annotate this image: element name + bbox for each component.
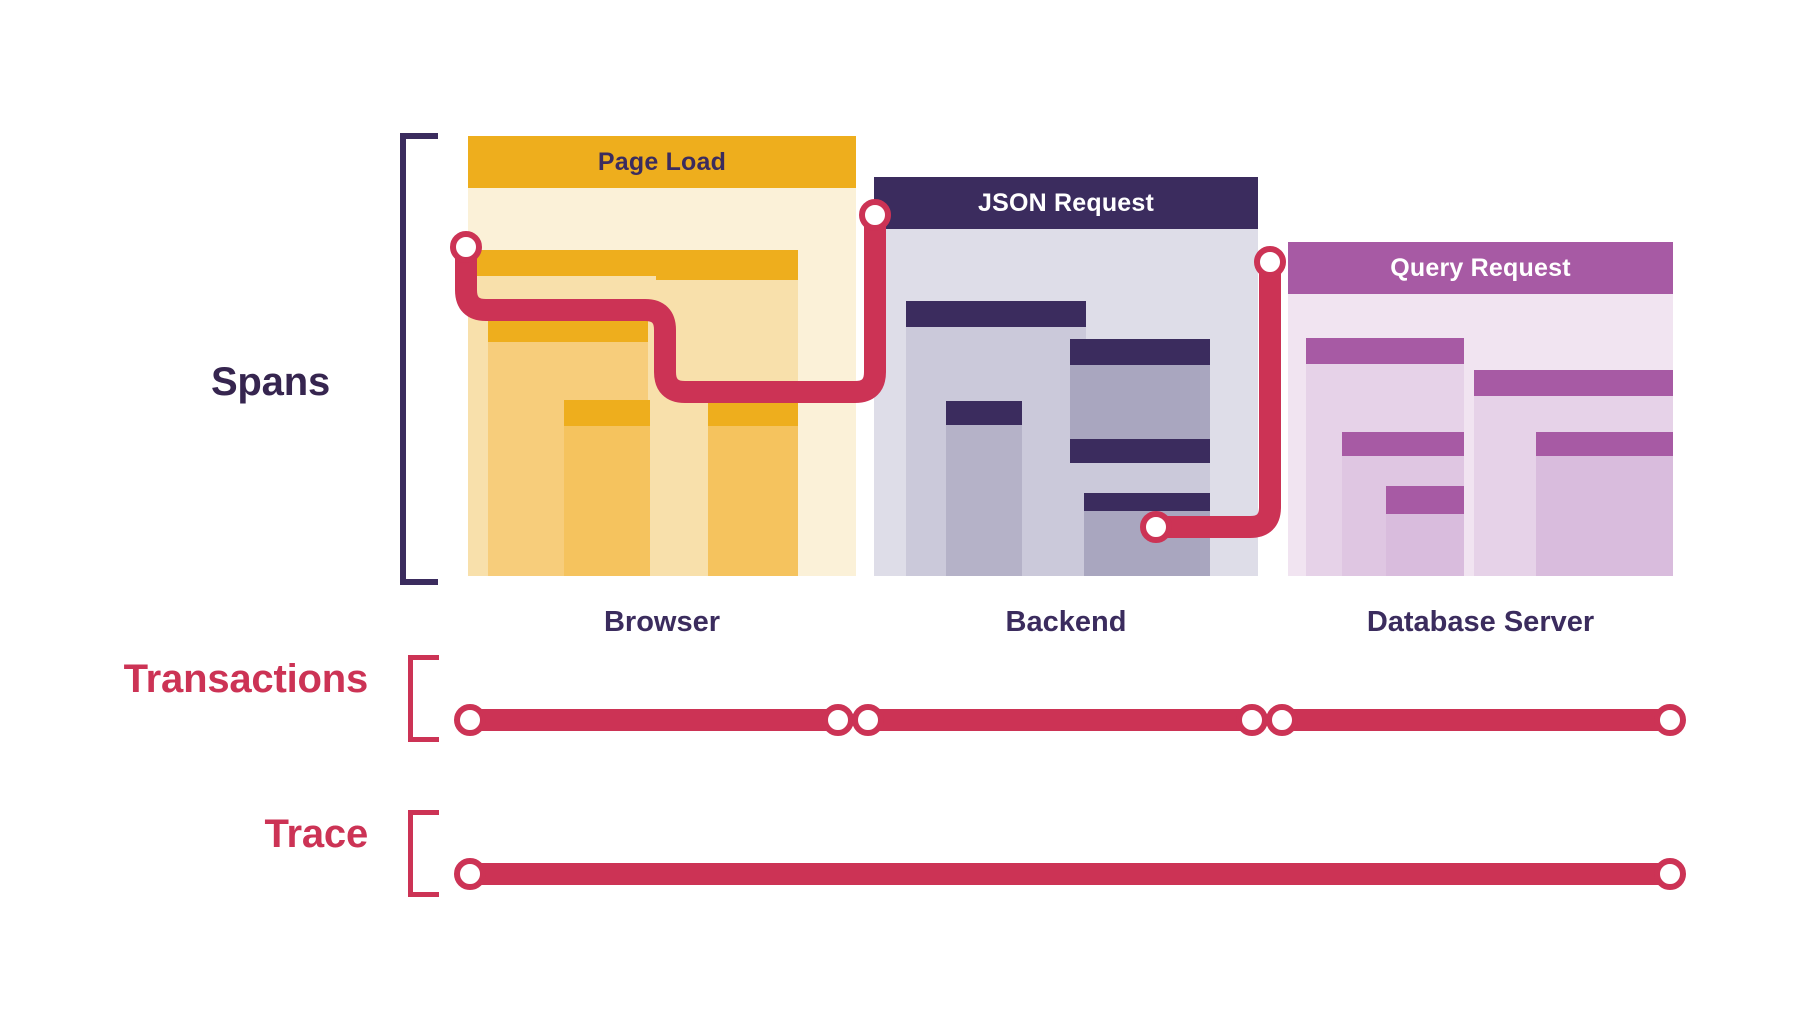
transaction-segment-browser-start-node: [454, 704, 486, 736]
query-request-grandchild-span-2: [1536, 432, 1673, 576]
json-request-child-span-1: [946, 401, 1022, 576]
transaction-segment-database-start-node: [1266, 704, 1298, 736]
transaction-title-query-request: Query Request: [1288, 242, 1673, 294]
json-request-child-span-2-header: [1070, 339, 1210, 365]
service-column-backend: JSON Request: [874, 177, 1258, 576]
transaction-segment-database-end-node: [1654, 704, 1686, 736]
page-load-grandchild-span-2: [708, 400, 798, 576]
transaction-title-page-load: Page Load: [468, 136, 856, 188]
query-request-grandchild-span-2-body: [1536, 456, 1673, 576]
service-column-browser: Page Load: [468, 136, 856, 576]
json-request-grandchild-span-1-header: [1070, 439, 1210, 463]
transaction-segment-backend-start-node: [852, 704, 884, 736]
trace-start-node: [454, 858, 486, 890]
page-load-grandchild-span-1-header: [564, 400, 650, 426]
json-request-root-span-header: [906, 301, 1086, 327]
transactions-bracket: [408, 655, 439, 742]
browser-span-container: [468, 188, 856, 576]
query-request-child-span-2-header: [1474, 370, 1673, 396]
query-request-child-span-1-header: [1342, 432, 1464, 456]
transaction-segment-database: [1282, 709, 1670, 731]
spans-row-label: Spans: [210, 360, 330, 404]
trace-end-node: [1654, 858, 1686, 890]
page-load-child-span-1-header: [488, 308, 648, 342]
query-request-grandchild-span-2-header: [1536, 432, 1673, 456]
trace-row-label: Trace: [264, 812, 368, 856]
service-caption-browser: Browser: [603, 606, 721, 638]
page-load-grandchild-span-2-body: [708, 426, 798, 576]
query-request-grandchild-span-1: [1386, 486, 1464, 576]
transaction-segment-browser: [470, 709, 838, 731]
query-request-grandchild-span-1-body: [1386, 514, 1464, 576]
json-request-child-span-1-header: [946, 401, 1022, 425]
json-request-grandchild-span-2-header: [1084, 493, 1210, 511]
trace-bracket: [408, 810, 439, 897]
query-request-root-span-header: [1306, 338, 1464, 364]
connector-node-backend-start: [859, 199, 891, 231]
service-caption-backend: Backend: [1005, 606, 1127, 638]
transaction-segment-browser-end-node: [822, 704, 854, 736]
page-load-grandchild-span-1-body: [564, 426, 650, 576]
connector-node-backend-deep: [1140, 511, 1172, 543]
transaction-title-json-request: JSON Request: [874, 177, 1258, 229]
spans-bracket: [400, 133, 438, 585]
page-load-grandchild-span-2-header: [708, 400, 798, 426]
backend-span-container: [874, 229, 1258, 576]
transaction-segment-backend: [868, 709, 1252, 731]
trace-line: [470, 863, 1670, 885]
service-caption-database: Database Server: [1366, 606, 1595, 638]
query-request-grandchild-span-1-header: [1386, 486, 1464, 514]
database-span-container: [1288, 294, 1673, 576]
transactions-row-label: Transactions: [123, 657, 369, 701]
connector-node-database-start: [1254, 246, 1286, 278]
transaction-segment-backend-end-node: [1236, 704, 1268, 736]
json-request-child-span-1-body: [946, 425, 1022, 576]
page-load-child-span-2-header: [656, 250, 798, 280]
service-column-database: Query Request: [1288, 242, 1673, 576]
page-load-grandchild-span-1: [564, 400, 650, 576]
connector-node-browser-start: [450, 231, 482, 263]
